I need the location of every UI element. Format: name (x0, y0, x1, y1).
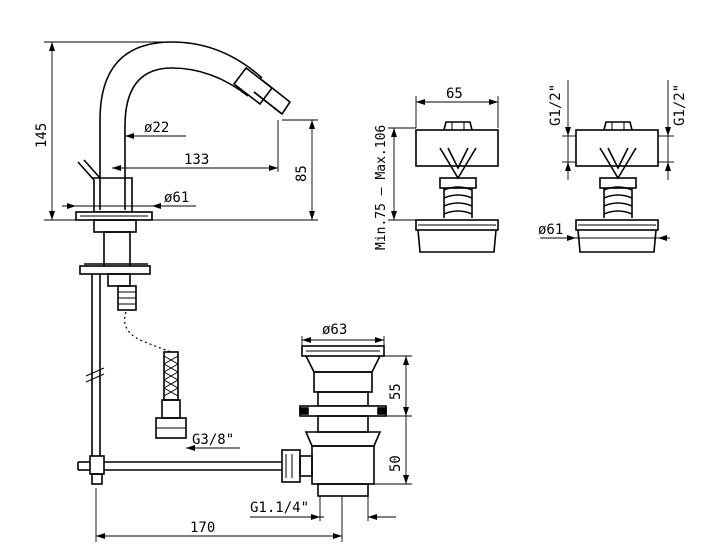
dim-flange-diameter: ø61 (538, 222, 563, 238)
dim-cross-width: 65 (446, 86, 463, 102)
dim-base-diameter: ø61 (164, 190, 189, 206)
pop-up-rod (77, 274, 282, 485)
valve-assembly-right (575, 121, 659, 253)
bidet-mixer-side-view (75, 41, 292, 311)
pop-up-waste (281, 345, 387, 497)
dim-mixer-height: 145 (34, 123, 50, 148)
dim-inlet-thread-right: G1/2" (672, 84, 688, 126)
dim-waste-thread: G1.1/4" (250, 500, 309, 516)
dim-spout-diameter: ø22 (144, 120, 169, 136)
dim-rod-length: 170 (190, 520, 215, 536)
dim-inlet-thread-left: G1/2" (548, 84, 564, 126)
flex-connection-dotted (124, 311, 173, 353)
aerator-head (232, 66, 292, 116)
control-lever (77, 159, 101, 212)
waste-dimensions: ø63 55 50 G3/8" G1.1/4" 170 (95, 322, 412, 542)
dim-hose-thread: G3/8" (192, 432, 234, 448)
valve-assembly-center (415, 121, 499, 253)
mixer-dimensions: 145 ø22 133 85 ø61 (34, 41, 318, 221)
valve-dimensions: 65 Min.75 – Max.106 G1/2" G1/2" ø61 (374, 80, 688, 250)
dim-waste-diameter: ø63 (322, 322, 347, 338)
flexible-hose (155, 351, 187, 439)
dim-waste-lower: 50 (388, 455, 404, 472)
dim-install-range: Min.75 – Max.106 (374, 125, 389, 250)
dim-waste-upper: 55 (388, 383, 404, 400)
dim-spout-height: 85 (294, 165, 310, 182)
dim-spout-reach: 133 (184, 152, 209, 168)
